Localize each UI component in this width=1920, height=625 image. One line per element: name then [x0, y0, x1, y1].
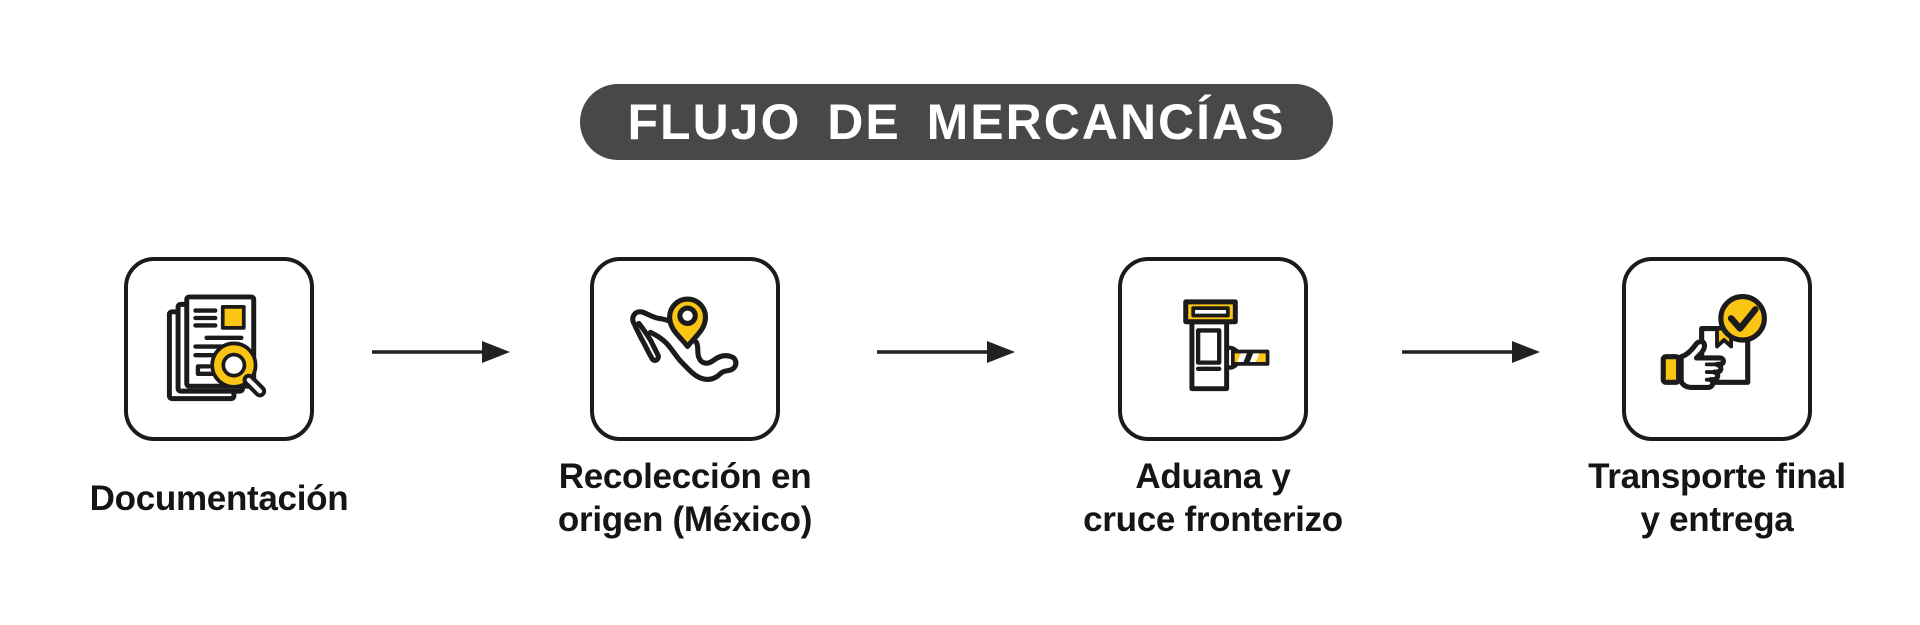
flow-arrow-icon: [877, 341, 1015, 363]
step-aduana-cruce: Aduana y cruce fronterizo: [1053, 257, 1373, 543]
step-transporte-entrega: Transporte final y entrega: [1557, 257, 1877, 543]
step-icon-box: [1118, 257, 1308, 441]
delivery-hand-check-icon: [1653, 285, 1781, 413]
step-icon-box: [590, 257, 780, 441]
documents-magnifier-icon: [157, 287, 281, 411]
step-label: Transporte final y entrega: [1588, 457, 1846, 539]
step-label: Documentación: [89, 478, 349, 518]
step-icon-box: [124, 257, 314, 441]
flow-arrow-icon: [372, 341, 510, 363]
border-barrier-icon: [1151, 287, 1275, 411]
step-label: Recolección en origen (México): [557, 457, 813, 539]
step-documentacion: Documentación: [59, 257, 379, 543]
mexico-map-pin-icon: [621, 285, 749, 413]
step-label: Aduana y cruce fronterizo: [1083, 457, 1343, 539]
step-recoleccion-origen: Recolección en origen (México): [525, 257, 845, 543]
flow-arrow-icon: [1402, 341, 1540, 363]
step-icon-box: [1622, 257, 1812, 441]
title-banner: FLUJO DE MERCANCÍAS: [580, 84, 1333, 160]
page-title: FLUJO DE MERCANCÍAS: [627, 94, 1286, 150]
